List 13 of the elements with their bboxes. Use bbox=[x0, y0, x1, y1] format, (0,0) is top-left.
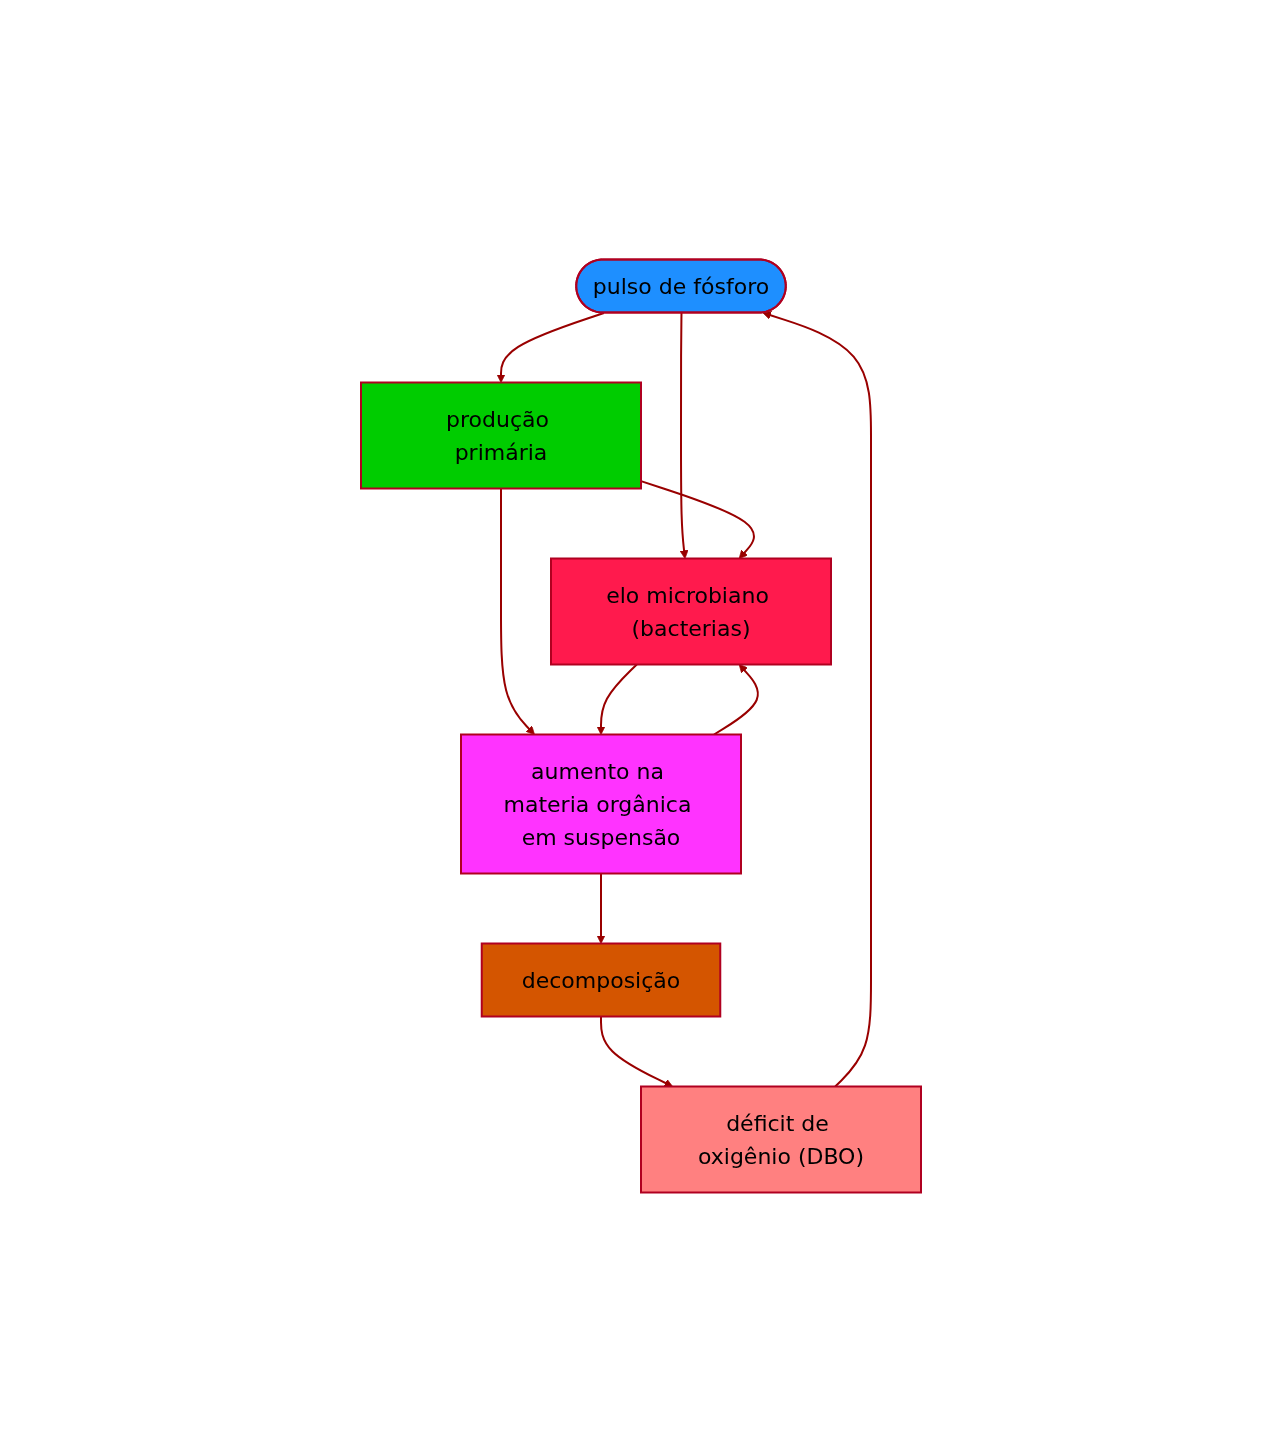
arrow bbox=[499, 487, 535, 735]
arrow bbox=[599, 1015, 673, 1087]
arrow bbox=[596, 872, 605, 944]
node-box: produção primária bbox=[359, 381, 642, 490]
arrow bbox=[496, 312, 605, 383]
arrow bbox=[712, 664, 759, 736]
arrow bbox=[596, 663, 638, 735]
arrow bbox=[679, 312, 688, 559]
node-box: déficit de oxigênio (DBO) bbox=[639, 1085, 922, 1194]
node-box: elo microbiano (bacterias) bbox=[549, 557, 832, 666]
arrow bbox=[761, 311, 872, 1088]
node-box: decomposição bbox=[480, 942, 721, 1018]
node-box: aumento na materia orgânica em suspensão bbox=[459, 733, 742, 875]
